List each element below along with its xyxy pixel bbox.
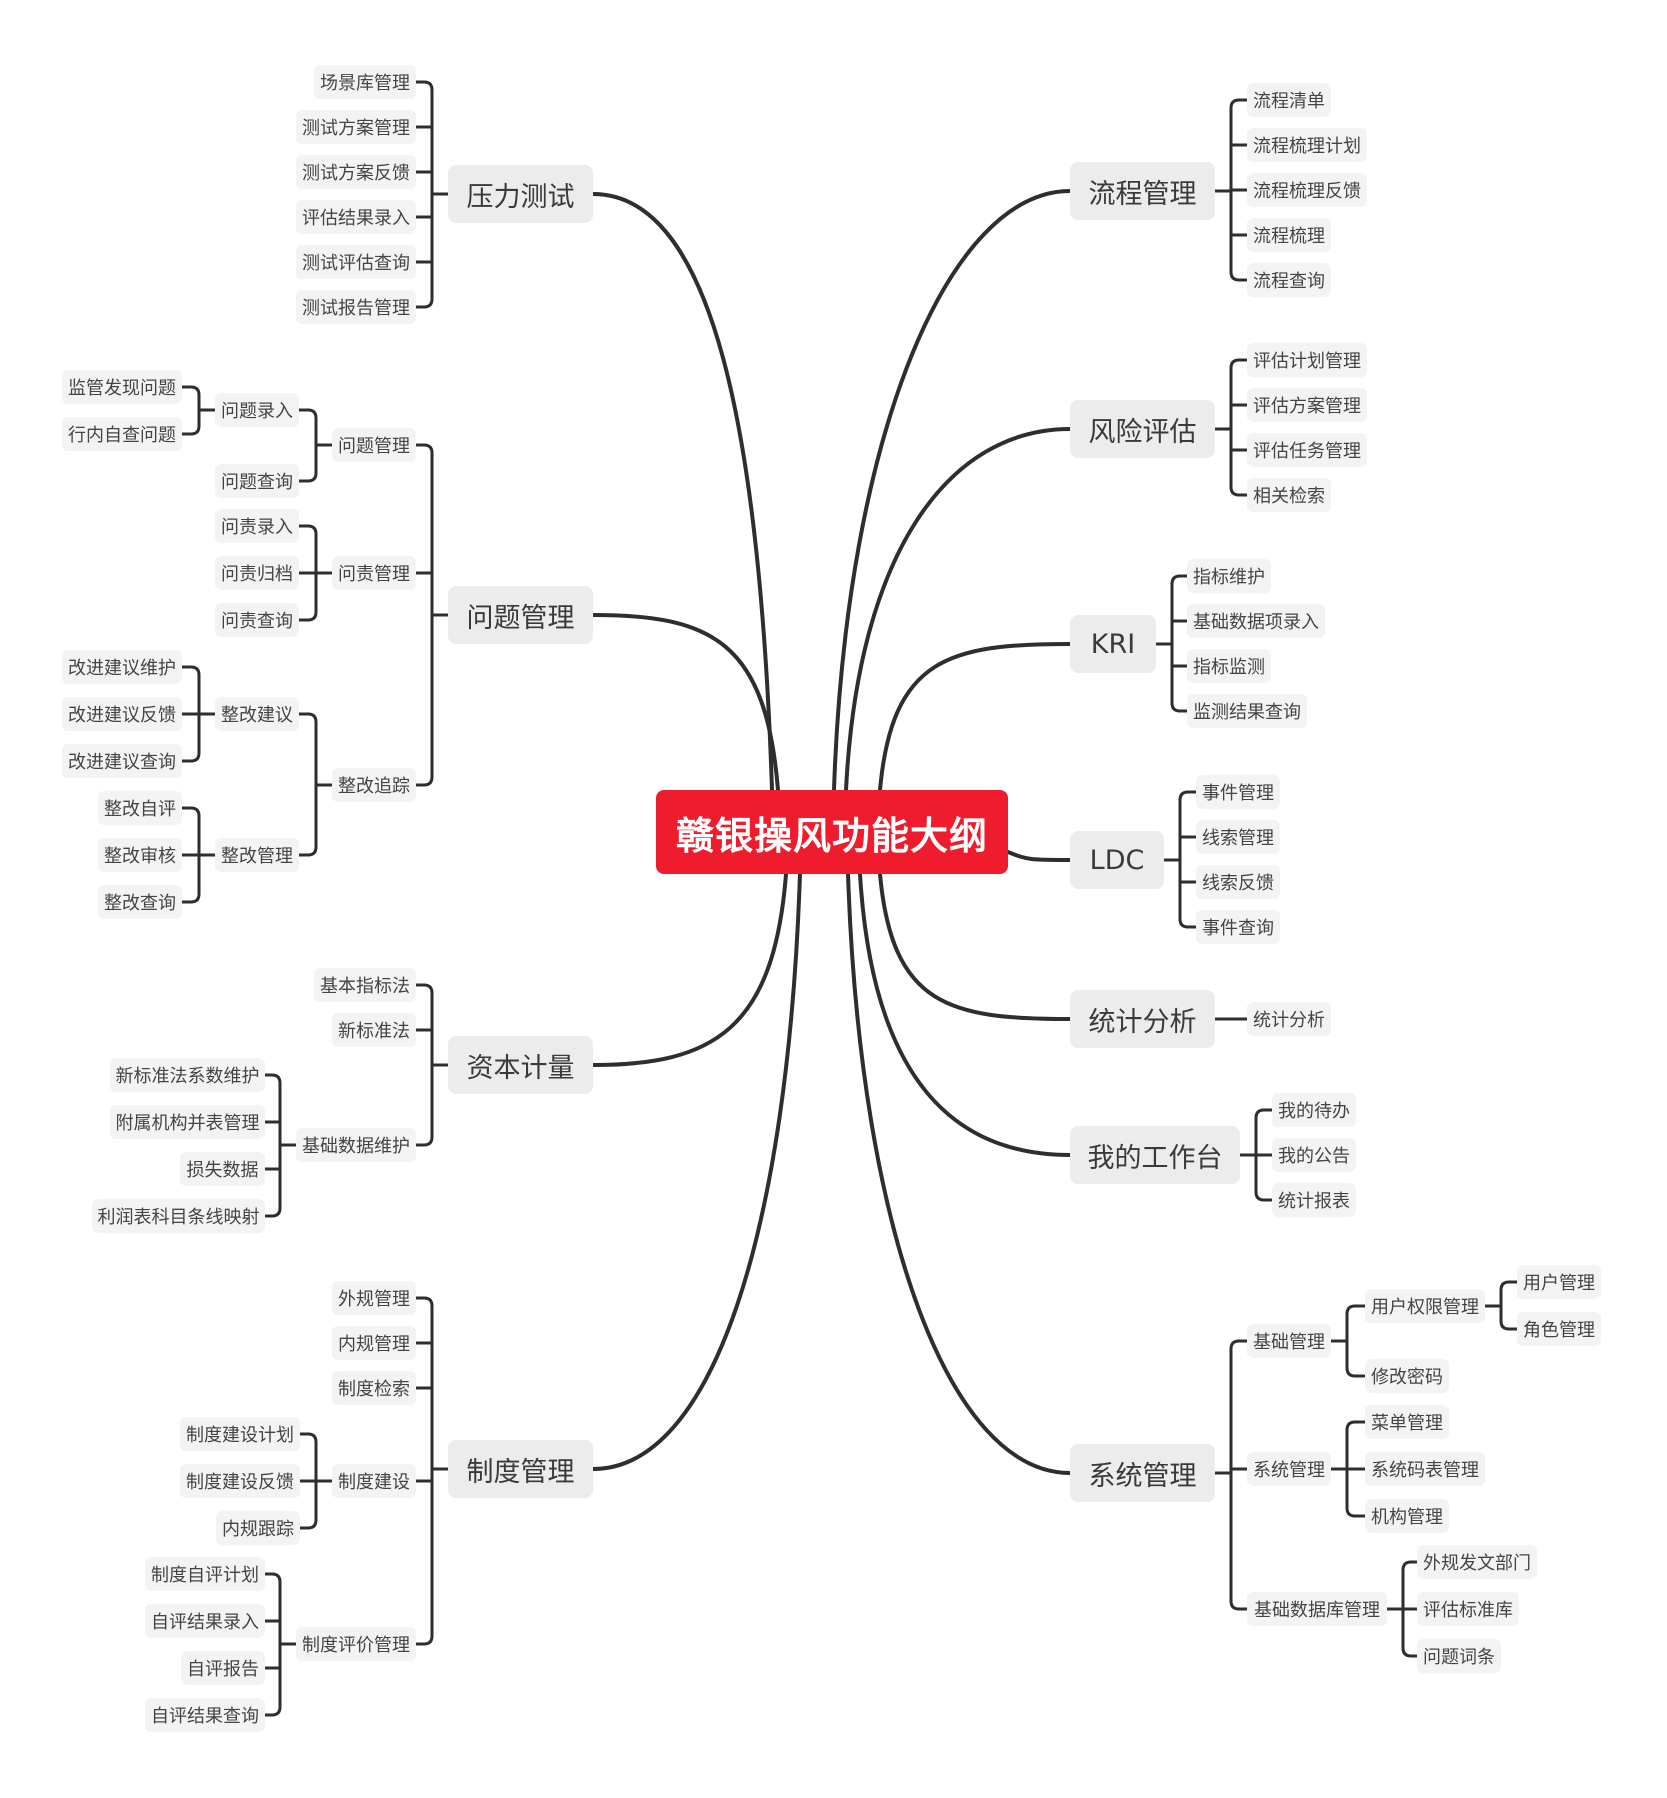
subtopic-policy-evaluation[interactable]: 制度评价管理 xyxy=(296,1627,416,1661)
leaf-subsidiary-consolidation[interactable]: 附属机构并表管理 xyxy=(110,1105,265,1139)
root-topic[interactable]: 赣银操风功能大纲 xyxy=(656,790,1008,874)
subtopic-eval-plan[interactable]: 评估计划管理 xyxy=(1247,343,1367,377)
leaf-loss-data[interactable]: 损失数据 xyxy=(180,1152,265,1186)
subtopic-policy-building[interactable]: 制度建设 xyxy=(332,1464,416,1498)
subtopic-clue-feedback[interactable]: 线索反馈 xyxy=(1196,865,1280,899)
topic-policy-management[interactable]: 制度管理 xyxy=(448,1440,593,1498)
subtopic-process-feedback[interactable]: 流程梳理反馈 xyxy=(1247,173,1367,207)
subtopic-issue-query[interactable]: 问题查询 xyxy=(215,464,299,498)
subtopic-policy-search[interactable]: 制度检索 xyxy=(332,1371,416,1405)
subtopic-stat-report[interactable]: 统计报表 xyxy=(1272,1183,1356,1217)
topic-risk-assessment[interactable]: 风险评估 xyxy=(1070,400,1215,458)
topic-process-management[interactable]: 流程管理 xyxy=(1070,162,1215,220)
leaf-accountability-archive[interactable]: 问责归档 xyxy=(215,556,299,590)
subtopic-test-plan-feedback[interactable]: 测试方案反馈 xyxy=(296,155,416,189)
leaf-rule-tracking[interactable]: 内规跟踪 xyxy=(216,1511,300,1545)
leaf-suggestion-maintain[interactable]: 改进建议维护 xyxy=(62,650,182,684)
leaf-regulatory-issue[interactable]: 监管发现问题 xyxy=(62,370,182,404)
subtopic-rectification-management[interactable]: 整改管理 xyxy=(215,838,299,872)
leaf-suggestion-feedback[interactable]: 改进建议反馈 xyxy=(62,697,182,731)
leaf-self-eval-query[interactable]: 自评结果查询 xyxy=(145,1698,265,1732)
subtopic-eval-task[interactable]: 评估任务管理 xyxy=(1247,433,1367,467)
subtopic-process-combing[interactable]: 流程梳理 xyxy=(1247,218,1331,252)
leaf-code-table[interactable]: 系统码表管理 xyxy=(1365,1452,1485,1486)
leaf-org-management[interactable]: 机构管理 xyxy=(1365,1499,1449,1533)
leaf-accountability-entry[interactable]: 问责录入 xyxy=(215,509,299,543)
topic-capital-measurement[interactable]: 资本计量 xyxy=(448,1036,593,1094)
leaf-building-plan[interactable]: 制度建设计划 xyxy=(180,1417,300,1451)
topic-system-management[interactable]: 系统管理 xyxy=(1070,1444,1215,1502)
leaf-user-management[interactable]: 用户管理 xyxy=(1517,1265,1601,1299)
subtopic-base-data-maintenance[interactable]: 基础数据维护 xyxy=(296,1128,416,1162)
subtopic-issue-mgmt[interactable]: 问题管理 xyxy=(332,428,416,462)
subtopic-new-standard[interactable]: 新标准法 xyxy=(332,1013,416,1047)
leaf-rectification-query[interactable]: 整改查询 xyxy=(98,885,182,919)
leaf-issue-terms[interactable]: 问题词条 xyxy=(1417,1639,1501,1673)
subtopic-event-management[interactable]: 事件管理 xyxy=(1196,775,1280,809)
leaf-profit-mapping[interactable]: 利润表科目条线映射 xyxy=(92,1199,265,1233)
topic-ldc[interactable]: LDC xyxy=(1070,831,1164,889)
subtopic-my-todo[interactable]: 我的待办 xyxy=(1272,1093,1356,1127)
subtopic-system-mgmt[interactable]: 系统管理 xyxy=(1247,1452,1331,1486)
leaf-self-eval-report[interactable]: 自评报告 xyxy=(181,1651,265,1685)
subtopic-result-entry[interactable]: 评估结果录入 xyxy=(296,200,416,234)
subtopic-process-list[interactable]: 流程清单 xyxy=(1247,83,1331,117)
subtopic-user-permission[interactable]: 用户权限管理 xyxy=(1365,1289,1485,1323)
subtopic-process-plan[interactable]: 流程梳理计划 xyxy=(1247,128,1367,162)
subtopic-related-search[interactable]: 相关检索 xyxy=(1247,478,1331,512)
subtopic-base-data-entry[interactable]: 基础数据项录入 xyxy=(1187,604,1325,638)
subtopic-indicator-monitor[interactable]: 指标监测 xyxy=(1187,649,1271,683)
subtopic-basic-management[interactable]: 基础管理 xyxy=(1247,1324,1331,1358)
leaf-role-management[interactable]: 角色管理 xyxy=(1517,1312,1601,1346)
subtopic-issue-entry[interactable]: 问题录入 xyxy=(215,393,299,427)
leaf-issuing-department[interactable]: 外规发文部门 xyxy=(1417,1545,1537,1579)
subtopic-rectification-suggestion[interactable]: 整改建议 xyxy=(215,697,299,731)
leaf-self-review[interactable]: 整改自评 xyxy=(98,791,182,825)
leaf-internal-issue[interactable]: 行内自查问题 xyxy=(62,417,182,451)
subtopic-external-rules[interactable]: 外规管理 xyxy=(332,1281,416,1315)
subtopic-base-database[interactable]: 基础数据库管理 xyxy=(1247,1592,1387,1626)
subtopic-process-query[interactable]: 流程查询 xyxy=(1247,263,1331,297)
subtopic-event-query[interactable]: 事件查询 xyxy=(1196,910,1280,944)
subtopic-clue-management[interactable]: 线索管理 xyxy=(1196,820,1280,854)
subtopic-my-notice[interactable]: 我的公告 xyxy=(1272,1138,1356,1172)
subtopic-indicator-maintain[interactable]: 指标维护 xyxy=(1187,559,1271,593)
leaf-self-eval-plan[interactable]: 制度自评计划 xyxy=(145,1557,265,1591)
subtopic-monitor-result-query[interactable]: 监测结果查询 xyxy=(1187,694,1307,728)
subtopic-test-query[interactable]: 测试评估查询 xyxy=(296,245,416,279)
subtopic-eval-scheme[interactable]: 评估方案管理 xyxy=(1247,388,1367,422)
subtopic-basic-indicator[interactable]: 基本指标法 xyxy=(314,968,416,1002)
subtopic-test-report[interactable]: 测试报告管理 xyxy=(296,290,416,324)
leaf-accountability-query[interactable]: 问责查询 xyxy=(215,603,299,637)
subtopic-change-password[interactable]: 修改密码 xyxy=(1365,1359,1449,1393)
leaf-coefficient-maintenance[interactable]: 新标准法系数维护 xyxy=(110,1058,265,1092)
subtopic-rectification-tracking[interactable]: 整改追踪 xyxy=(332,768,416,802)
subtopic-test-plan-management[interactable]: 测试方案管理 xyxy=(296,110,416,144)
leaf-audit-review[interactable]: 整改审核 xyxy=(98,838,182,872)
topic-stress-test[interactable]: 压力测试 xyxy=(448,165,593,223)
topic-statistics[interactable]: 统计分析 xyxy=(1070,990,1215,1048)
subtopic-statistics[interactable]: 统计分析 xyxy=(1247,1002,1331,1036)
topic-kri[interactable]: KRI xyxy=(1070,615,1156,673)
topic-my-workbench[interactable]: 我的工作台 xyxy=(1070,1126,1240,1184)
subtopic-internal-rules[interactable]: 内规管理 xyxy=(332,1326,416,1360)
leaf-building-feedback[interactable]: 制度建设反馈 xyxy=(180,1464,300,1498)
leaf-suggestion-query[interactable]: 改进建议查询 xyxy=(62,744,182,778)
leaf-self-eval-entry[interactable]: 自评结果录入 xyxy=(145,1604,265,1638)
subtopic-scenario-library[interactable]: 场景库管理 xyxy=(314,65,416,99)
leaf-eval-standard-library[interactable]: 评估标准库 xyxy=(1417,1592,1519,1626)
leaf-menu-management[interactable]: 菜单管理 xyxy=(1365,1405,1449,1439)
subtopic-accountability[interactable]: 问责管理 xyxy=(332,556,416,590)
topic-issue-management[interactable]: 问题管理 xyxy=(448,586,593,644)
